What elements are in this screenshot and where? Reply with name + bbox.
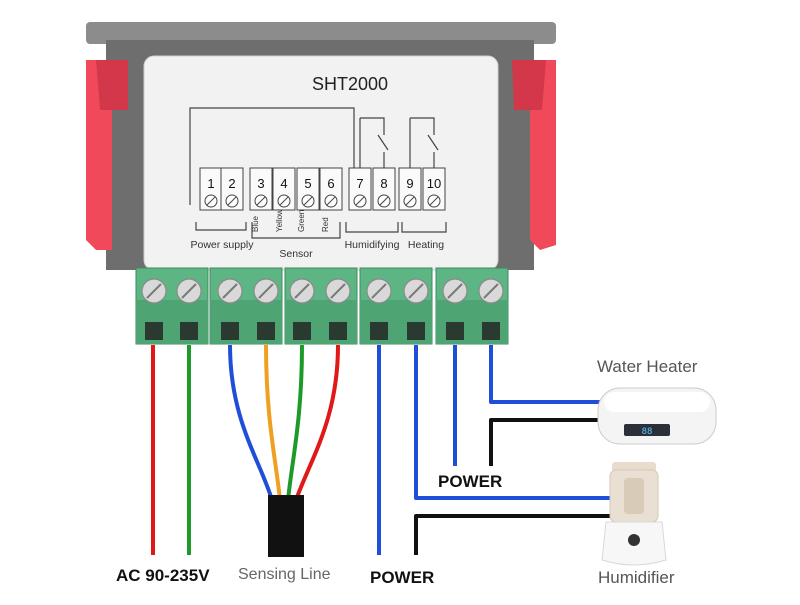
- wire-humid-blue: [414, 345, 610, 500]
- label-power-supply: Power supply: [190, 239, 254, 251]
- block-screw-icon: [217, 278, 243, 340]
- wire-sensor-green: [286, 344, 304, 501]
- terminal-number: 1: [207, 176, 214, 191]
- block-screw-icon: [366, 278, 392, 340]
- terminal-number: 9: [406, 176, 413, 191]
- terminal-number: 10: [427, 176, 441, 191]
- sensor-wire-label-green: Green: [297, 210, 306, 232]
- heater-display-panel: [624, 424, 670, 436]
- relay-2-symbol: [410, 117, 439, 168]
- humidifier-image: [601, 462, 667, 566]
- power-bracket: [195, 222, 247, 231]
- terminal-9: 9: [398, 167, 422, 211]
- label-humidifying: Humidifying: [345, 239, 400, 251]
- block-screw-icon: [289, 278, 315, 340]
- wire-sensor-red: [294, 344, 340, 501]
- wire-humid-black: [414, 514, 610, 555]
- terminal-4: 4: [272, 167, 296, 211]
- block-screw-icon: [253, 278, 279, 340]
- relay-1-symbol: [360, 117, 389, 168]
- block-screw-icon: [141, 278, 167, 340]
- block-screw-icon: [325, 278, 351, 340]
- wire-sensor-blue: [228, 344, 274, 501]
- humidifier-dial: [628, 534, 640, 546]
- wire-sensor-yellow: [264, 344, 282, 501]
- sensor-wire-label-yellow: Yellow: [275, 209, 284, 232]
- power-label-bottom: POWER: [370, 568, 435, 587]
- terminal-6: 6: [319, 167, 343, 211]
- terminal-1: 1: [199, 167, 223, 211]
- controller-housing: [86, 22, 556, 271]
- terminal-5: 5: [296, 167, 320, 211]
- right-clip-top: [512, 60, 546, 110]
- terminal-number: 8: [380, 176, 387, 191]
- power-label-middle: POWER: [438, 472, 503, 491]
- heat-bracket: [401, 222, 447, 233]
- block-screw-icon: [403, 278, 429, 340]
- terminal-10: 10: [422, 167, 446, 211]
- schematic-power-frame: [189, 107, 355, 205]
- sensor-bracket: [251, 222, 341, 239]
- terminal-number: 3: [257, 176, 264, 191]
- terminal-number: 2: [228, 176, 235, 191]
- sensor-wire-labels: Blue Yellow Green Red: [251, 209, 330, 232]
- model-title: SHT2000: [312, 74, 388, 94]
- terminal-number: 5: [304, 176, 311, 191]
- block-screw-icon: [176, 278, 202, 340]
- block-screw-icon: [442, 278, 468, 340]
- water-heater-label: Water Heater: [597, 357, 698, 376]
- wire-heater-black: [489, 418, 600, 466]
- humidifier-label: Humidifier: [598, 568, 675, 587]
- label-heating: Heating: [408, 239, 444, 251]
- terminal-number: 6: [327, 176, 334, 191]
- block-screw-icon: [478, 278, 504, 340]
- heater-display-digits: 88: [642, 427, 653, 437]
- terminal-8: 8: [372, 167, 396, 211]
- sensor-wire-label-blue: Blue: [251, 215, 260, 232]
- schematic-outline: [189, 107, 447, 239]
- green-terminal-blocks: [135, 267, 509, 345]
- terminal-number: 7: [356, 176, 363, 191]
- housing-top-bar: [86, 22, 556, 44]
- label-sensor: Sensor: [279, 248, 313, 260]
- humid-bracket: [345, 222, 399, 233]
- sensing-cable: [268, 495, 304, 557]
- wire-heater-blue: [489, 345, 600, 404]
- terminal-7: 7: [348, 167, 372, 211]
- sensor-wire-label-red: Red: [321, 217, 330, 232]
- terminal-3: 3: [249, 167, 273, 211]
- sensing-line-label: Sensing Line: [238, 566, 331, 583]
- left-clip-top: [96, 60, 128, 110]
- water-heater-image: 88: [597, 387, 717, 445]
- ac-input-label: AC 90-235V: [116, 566, 210, 585]
- terminal-number: 4: [280, 176, 287, 191]
- terminal-2: 2: [220, 167, 244, 211]
- wires: [151, 344, 610, 555]
